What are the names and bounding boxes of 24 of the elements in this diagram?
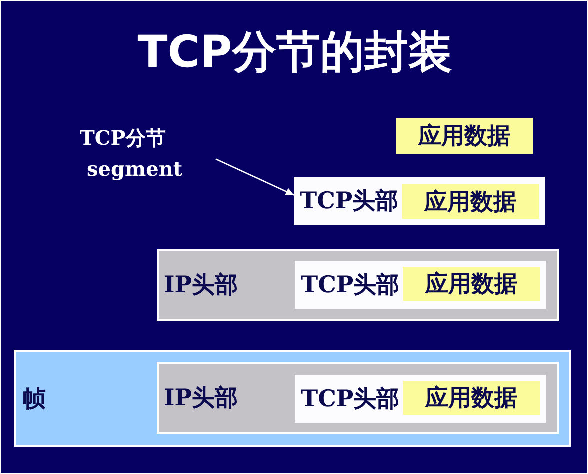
- data-box: [403, 267, 540, 301]
- header-label: IP头部: [164, 386, 238, 410]
- segment-box: [295, 375, 546, 423]
- header-label: IP头部: [164, 274, 238, 296]
- callout-label: TCP分节: [80, 128, 166, 148]
- packet-box: [157, 362, 559, 434]
- arrow: [216, 158, 294, 196]
- data-box: [396, 118, 533, 154]
- data-box: [403, 381, 540, 415]
- title: TCP分节的封装: [138, 31, 452, 75]
- segment-box: [295, 261, 546, 309]
- data-box: [402, 184, 539, 219]
- data-label: 应用数据: [418, 124, 510, 148]
- data-label: 应用数据: [424, 190, 516, 213]
- data-label: 应用数据: [426, 386, 518, 410]
- packet-box: [157, 249, 559, 321]
- header-label: TCP头部: [301, 388, 400, 410]
- header-label: TCP头部: [301, 274, 400, 296]
- frame-box: [14, 350, 571, 447]
- header-label: 帧: [23, 387, 46, 410]
- segment-box: [294, 177, 545, 225]
- callout-label: segment: [87, 159, 183, 179]
- header-label: TCP头部: [300, 190, 399, 212]
- data-label: 应用数据: [426, 272, 518, 296]
